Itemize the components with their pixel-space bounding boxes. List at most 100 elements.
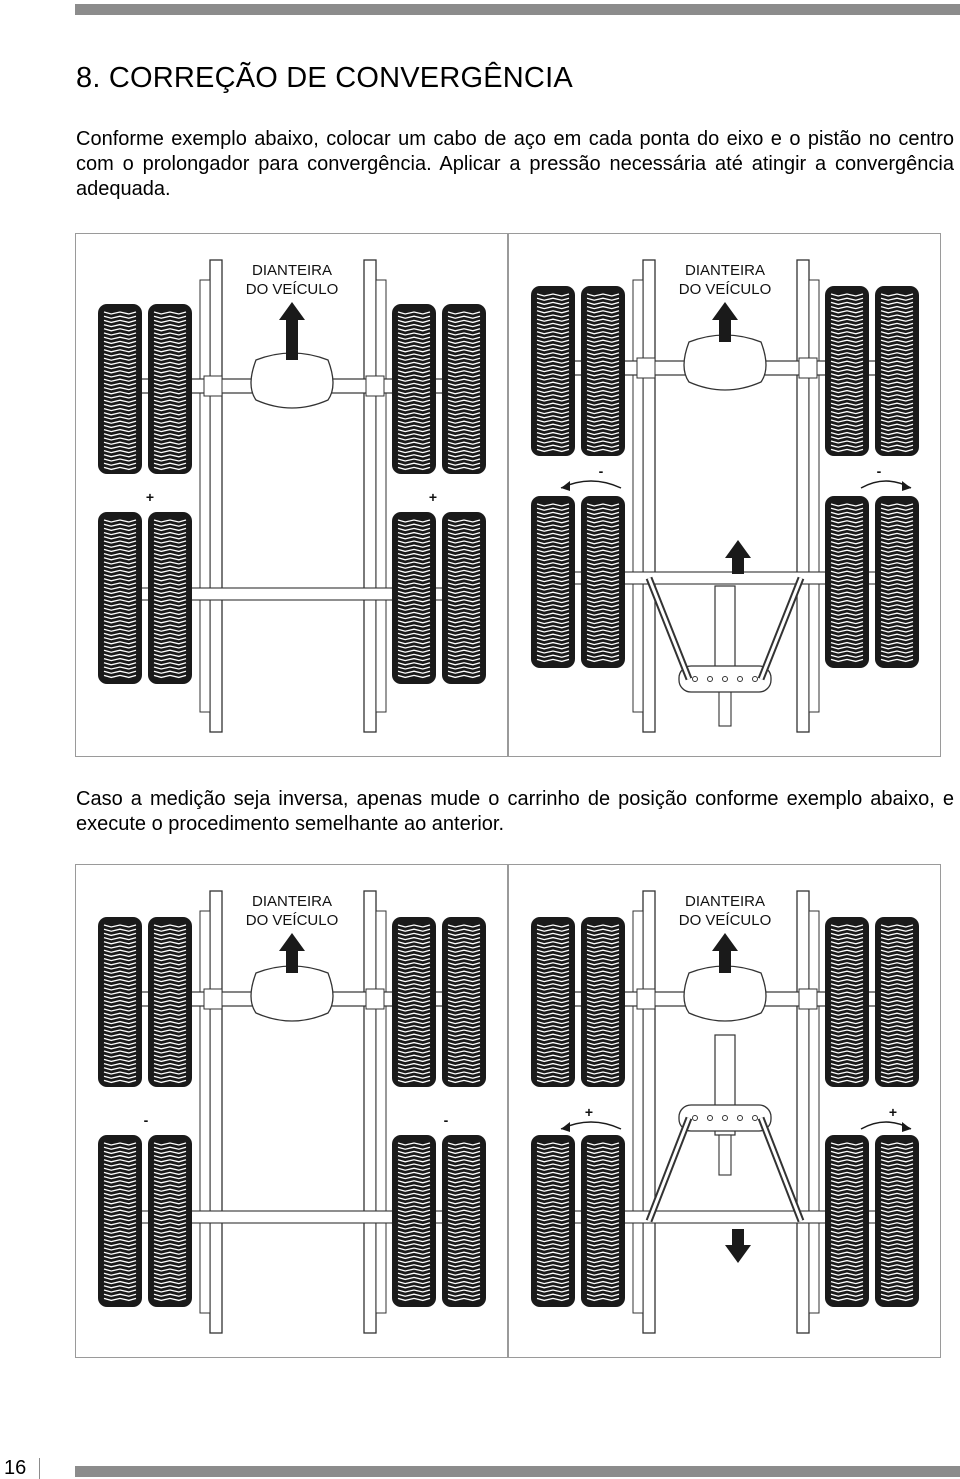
forward-arrow-icon	[712, 302, 738, 342]
tire-icon	[531, 917, 575, 1087]
sign-rear-left: -	[144, 1112, 149, 1128]
tire-icon	[581, 917, 625, 1087]
tire-icon	[98, 1135, 142, 1307]
frame-rail	[375, 910, 387, 1314]
forward-arrow-icon	[279, 302, 305, 360]
sign-rear-right: +	[889, 1104, 897, 1120]
label-front-line-1: DIANTEIRA	[685, 262, 765, 279]
tire-icon	[875, 496, 919, 668]
label-front-line-2: DO VEÍCULO	[246, 281, 339, 298]
tire-icon	[581, 286, 625, 456]
figure-front-push: DIANTEIRA DO VEÍCULO + +	[75, 233, 508, 757]
figure-front-pull: DIANTEIRA DO VEÍCULO - -	[75, 864, 508, 1358]
tire-icon	[875, 1135, 919, 1307]
frame-bracket	[203, 375, 223, 397]
instruction-paragraph: Conforme exemplo abaixo, colocar um cabo…	[76, 128, 954, 200]
frame-bracket	[203, 988, 223, 1010]
label-front-line-1: DIANTEIRA	[685, 893, 765, 910]
tire-icon	[392, 1135, 436, 1307]
pull-arrow-icon	[725, 1229, 751, 1263]
tire-icon	[825, 1135, 869, 1307]
tire-icon	[392, 917, 436, 1087]
differential	[683, 965, 767, 1022]
hydraulic-piston-icon	[645, 576, 805, 727]
frame-rail	[632, 279, 644, 713]
hydraulic-piston-icon	[645, 1034, 805, 1223]
frame-bracket	[365, 375, 385, 397]
label-front-line-1: DIANTEIRA	[252, 262, 332, 279]
differential	[250, 352, 334, 409]
header-rule	[75, 4, 960, 15]
tire-icon	[148, 304, 192, 474]
curved-arrow-icon	[560, 480, 622, 491]
tire-icon	[825, 286, 869, 456]
sign-rear-right: +	[429, 489, 437, 505]
diagram-svg: DIANTEIRA DO VEÍCULO - -	[98, 890, 486, 1334]
differential	[683, 334, 767, 391]
label-front-line-2: DO VEÍCULO	[679, 912, 772, 929]
sign-rear-left: +	[585, 1104, 593, 1120]
frame-rail	[796, 890, 810, 1334]
tire-icon	[531, 1135, 575, 1307]
tire-icon	[392, 512, 436, 684]
tire-icon	[875, 917, 919, 1087]
frame-rail	[796, 259, 810, 733]
frame-rail	[642, 259, 656, 733]
frame-rail	[375, 279, 387, 713]
tire-icon	[442, 917, 486, 1087]
frame-bracket	[636, 357, 656, 379]
curved-arrow-icon	[560, 1121, 622, 1132]
tire-icon	[148, 512, 192, 684]
chassis	[115, 890, 467, 1334]
tire-icon	[148, 1135, 192, 1307]
tire-icon	[442, 1135, 486, 1307]
footer-rule	[75, 1466, 960, 1477]
tire-icon	[531, 286, 575, 456]
tire-icon	[581, 1135, 625, 1307]
curved-arrow-icon	[860, 1121, 912, 1132]
frame-rail	[808, 279, 820, 713]
figure-rear-cart-push: DIANTEIRA DO VEÍCULO - -	[508, 233, 941, 757]
section-heading: 8. CORREÇÃO DE CONVERGÊNCIA	[76, 62, 573, 94]
tire-icon	[581, 496, 625, 668]
label-front-line-1: DIANTEIRA	[252, 893, 332, 910]
sign-rear-right: -	[444, 1112, 449, 1128]
sign-rear-left: +	[146, 489, 154, 505]
tire-icon	[825, 917, 869, 1087]
push-arrow-icon	[725, 540, 751, 574]
tire-icon	[531, 496, 575, 668]
page-number: 16	[0, 1458, 40, 1479]
tire-icon	[442, 512, 486, 684]
differential	[250, 965, 334, 1022]
frame-rail	[199, 279, 211, 713]
diagram-svg: DIANTEIRA DO VEÍCULO - -	[531, 259, 919, 733]
frame-rail	[209, 890, 223, 1334]
tire-icon	[98, 917, 142, 1087]
diagram-svg: DIANTEIRA DO VEÍCULO + +	[98, 259, 486, 733]
diagram-svg: DIANTEIRA DO VEÍCULO + +	[531, 890, 919, 1334]
frame-rail	[642, 890, 656, 1334]
frame-rail	[363, 259, 377, 733]
label-front-line-2: DO VEÍCULO	[246, 912, 339, 929]
inverse-paragraph: Caso a medição seja inversa, apenas mude…	[76, 788, 954, 835]
tire-icon	[98, 512, 142, 684]
frame-rail	[199, 910, 211, 1314]
tire-icon	[98, 304, 142, 474]
tire-icon	[875, 286, 919, 456]
forward-arrow-icon	[712, 933, 738, 973]
sign-rear-left: -	[599, 463, 604, 479]
frame-rail	[363, 890, 377, 1334]
figure-rear-cart-pull: DIANTEIRA DO VEÍCULO + +	[508, 864, 941, 1358]
curved-arrow-icon	[860, 480, 912, 491]
tire-icon	[392, 304, 436, 474]
frame-rail	[209, 259, 223, 733]
frame-rail	[808, 910, 820, 1314]
tire-icon	[825, 496, 869, 668]
tire-icon	[148, 917, 192, 1087]
frame-bracket	[798, 988, 818, 1010]
sign-rear-right: -	[877, 463, 882, 479]
label-front-line-2: DO VEÍCULO	[679, 281, 772, 298]
tire-icon	[442, 304, 486, 474]
frame-bracket	[365, 988, 385, 1010]
forward-arrow-icon	[279, 933, 305, 973]
